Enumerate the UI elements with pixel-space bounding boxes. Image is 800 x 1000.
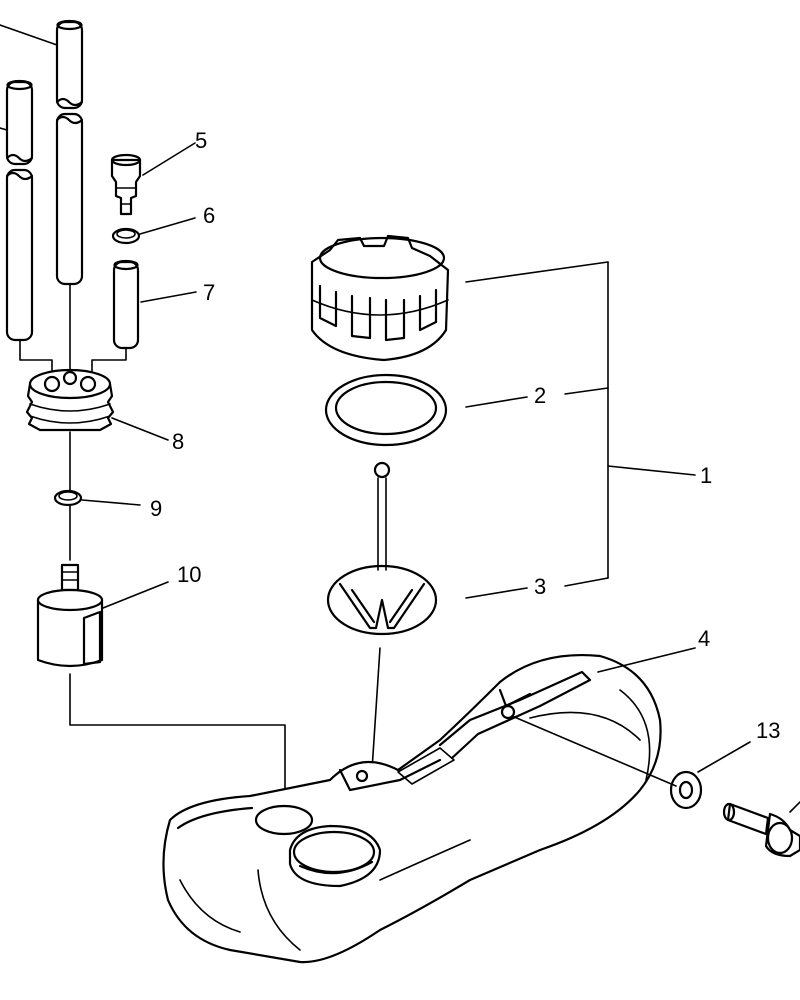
fuel-hose-return xyxy=(5,79,34,342)
callout-1: 1 xyxy=(700,463,712,488)
leader-line-hose-return xyxy=(0,127,8,131)
grommet-8 xyxy=(25,368,115,432)
fuel-hose-long xyxy=(55,19,84,286)
fuel-tank-4 xyxy=(162,653,662,964)
guide-line-filter xyxy=(69,673,286,811)
callout-2: 2 xyxy=(534,383,546,408)
fuel-cap-1 xyxy=(310,234,450,362)
cap-gasket-2 xyxy=(324,373,448,447)
cap-vent-3 xyxy=(326,461,438,636)
leader-line-10 xyxy=(102,581,169,609)
callout-6: 6 xyxy=(203,203,215,228)
leader-line-13 xyxy=(697,741,751,773)
guide-line-right xyxy=(91,344,127,379)
leader-line-6 xyxy=(139,217,196,235)
leader-line-5 xyxy=(142,142,196,176)
guide-line-left xyxy=(19,339,53,379)
leader-line-3b xyxy=(564,577,609,587)
check-valve-5 xyxy=(110,153,142,216)
callout-13: 13 xyxy=(756,718,780,743)
leader-line-7 xyxy=(140,291,197,303)
leader-line-4 xyxy=(597,647,696,673)
callout-10: 10 xyxy=(177,562,201,587)
callout-3: 3 xyxy=(534,574,546,599)
o-ring-6 xyxy=(111,227,141,245)
o-ring-9 xyxy=(53,489,83,507)
leader-line-hose xyxy=(0,24,58,46)
leader-line-9 xyxy=(81,499,141,506)
leader-line-cap xyxy=(465,261,609,283)
callout-4: 4 xyxy=(698,626,710,651)
leader-line-2a xyxy=(465,396,528,408)
short-hose-7 xyxy=(112,259,140,350)
guide-line-vent xyxy=(371,647,381,771)
callout-9: 9 xyxy=(150,496,162,521)
leader-line-1 xyxy=(607,465,696,476)
leader-line-2b xyxy=(564,387,609,395)
guide-line-bolt xyxy=(511,715,677,787)
callout-5: 5 xyxy=(195,128,207,153)
leader-line-3a xyxy=(465,587,528,599)
washer-13 xyxy=(669,770,703,810)
fuel-filter-10 xyxy=(36,563,104,668)
callout-7: 7 xyxy=(203,280,215,305)
leader-line-bolt xyxy=(789,801,800,813)
leader-line-8 xyxy=(111,417,169,441)
bolt xyxy=(722,802,800,858)
callout-8: 8 xyxy=(172,429,184,454)
